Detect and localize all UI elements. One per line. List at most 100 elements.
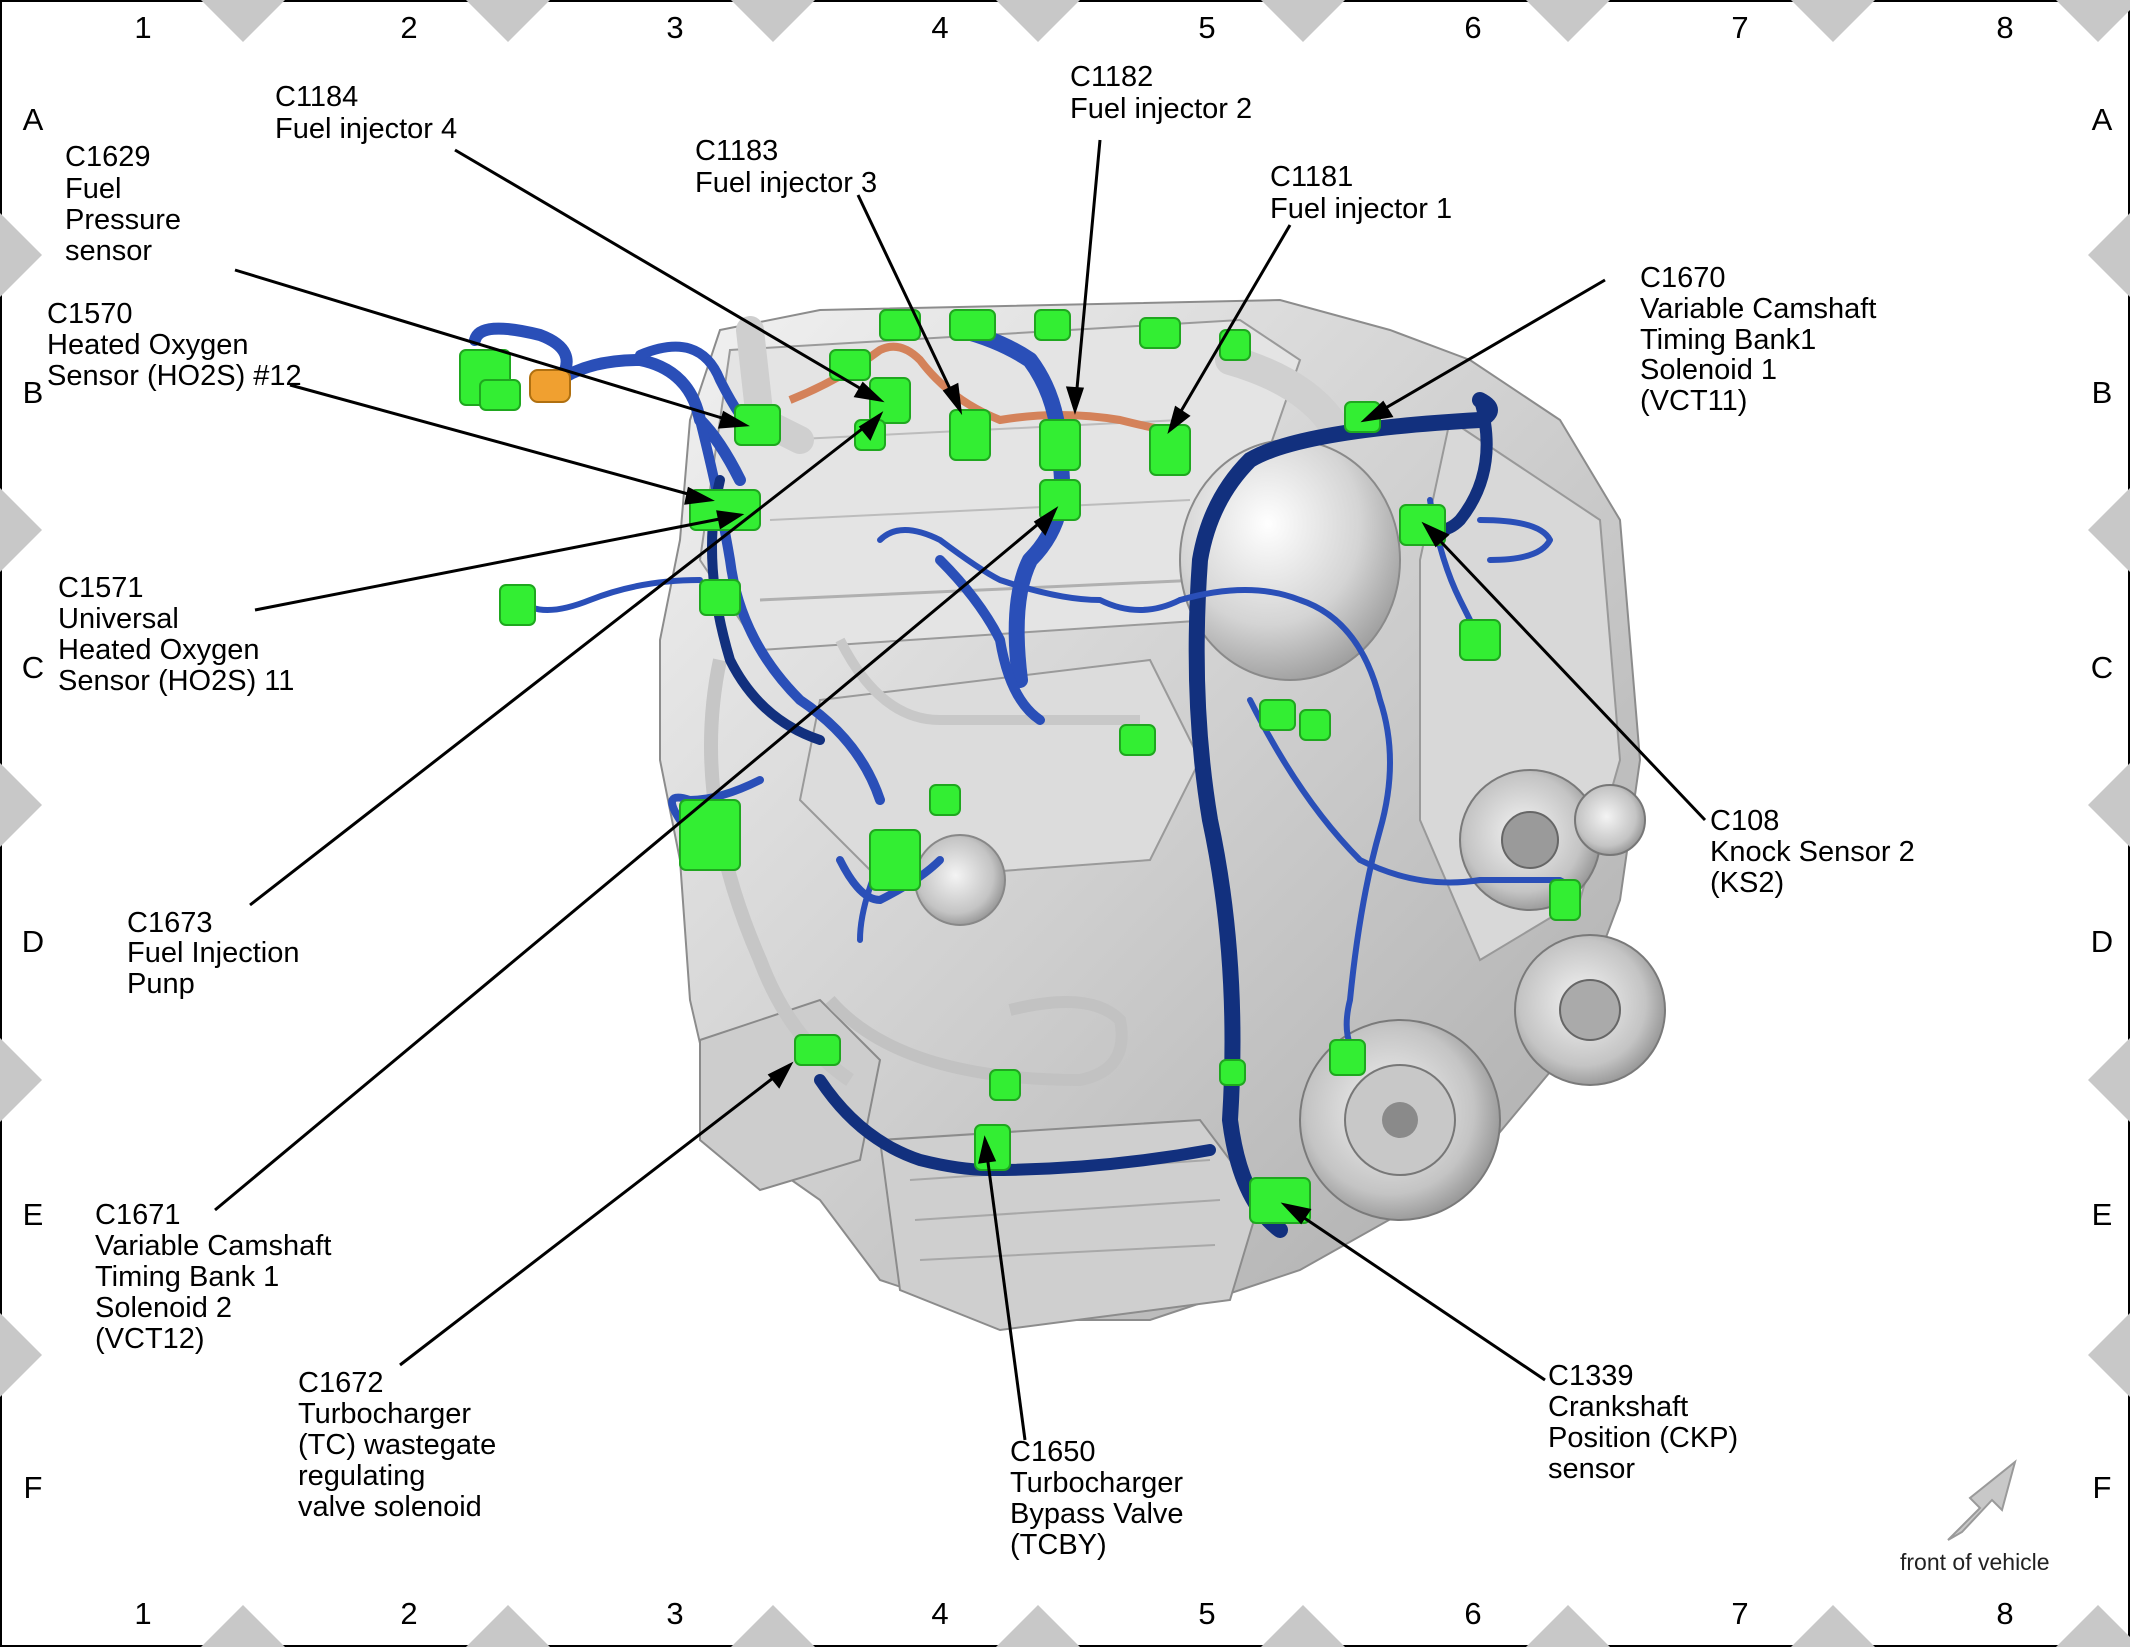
border-diamond-right <box>2088 1313 2130 1397</box>
ho2s-sensor-body <box>529 369 571 403</box>
border-diamond-right <box>2088 213 2130 297</box>
connector-plug <box>1149 424 1191 476</box>
grid-column-label: 5 <box>1198 1596 1215 1631</box>
grid-column-label: 1 <box>134 10 151 45</box>
grid-column-label: 4 <box>931 1596 948 1631</box>
callout-c1629: C1629 Fuel Pressure sensor <box>65 141 189 267</box>
connector-plug <box>499 584 536 626</box>
connector-plug <box>1259 699 1296 731</box>
border-diamond-top <box>466 0 550 42</box>
connector-plug <box>1549 879 1581 921</box>
border-diamond-bottom <box>731 1605 815 1647</box>
leader-lines <box>214 139 1707 1441</box>
border-diamond-bottom <box>996 1605 1080 1647</box>
border-diamond-top <box>1526 0 1610 42</box>
grid-column-label: 3 <box>666 10 683 45</box>
border-diamond-top <box>201 0 285 42</box>
connector-plug <box>699 579 741 616</box>
connector-plug <box>1219 1059 1246 1086</box>
border-diamond-right <box>2088 763 2130 847</box>
callout-c108: C108 Knock Sensor 2 (KS2) <box>1710 805 1923 899</box>
grid-column-label: 6 <box>1464 10 1481 45</box>
callout-c1650: C1650 Turbocharger Bypass Valve (TCBY) <box>1010 1436 1192 1561</box>
callout-c1181: C1181 Fuel injector 1 <box>1270 161 1452 225</box>
callout-c1672: C1672 Turbocharger (TC) wastegate regula… <box>298 1367 504 1523</box>
border-diamond-left <box>0 1038 42 1122</box>
callout-c1570: C1570 Heated Oxygen Sensor (HO2S) #12 <box>47 298 302 392</box>
grid-row-label: C <box>2091 650 2113 685</box>
border-diamond-top <box>2056 0 2130 42</box>
callout-c1670: C1670 Variable Camshaft Timing Bank1 Sol… <box>1640 262 1884 417</box>
connector-plug <box>1459 619 1501 661</box>
grid-column-label: 4 <box>931 10 948 45</box>
border-diamond-top <box>731 0 815 42</box>
connector-plug <box>1039 419 1081 471</box>
callout-c1182: C1182 Fuel injector 2 <box>1070 61 1252 125</box>
border-diamond-left <box>0 1313 42 1397</box>
border-diamond-left <box>0 213 42 297</box>
grid-column-label: 6 <box>1464 1596 1481 1631</box>
grid-row-label: C <box>22 650 44 685</box>
callout-c1671: C1671 Variable Camshaft Timing Bank 1 So… <box>95 1199 339 1355</box>
grid-row-label: F <box>2093 1470 2112 1505</box>
border-diamond-top <box>1791 0 1875 42</box>
grid-column-label: 2 <box>400 10 417 45</box>
connector-plug <box>479 379 521 411</box>
border-diamond-bottom <box>1261 1605 1345 1647</box>
connector-plug <box>1039 479 1081 521</box>
callout-c1673: C1673 Fuel Injection Punp <box>127 907 308 1000</box>
border-diamond-top <box>1261 0 1345 42</box>
grid-column-label: 8 <box>1996 1596 2013 1631</box>
oil-filter-housing <box>1179 439 1401 681</box>
connector-plug <box>929 784 961 816</box>
callout-labels: C1184 Fuel injector 4 C1182 Fuel injecto… <box>47 61 1923 1561</box>
grid-row-label: B <box>2092 375 2113 410</box>
grid-row-label: B <box>23 375 44 410</box>
grid-row-label: A <box>2092 102 2113 137</box>
connector-plug <box>869 829 921 891</box>
connector-plug <box>989 1069 1021 1101</box>
grid-row-label: E <box>23 1197 44 1232</box>
connector-plug <box>1034 309 1071 341</box>
grid-row-label: F <box>24 1470 43 1505</box>
border-diamond-bottom <box>2056 1605 2130 1647</box>
connector-plug <box>1329 1039 1366 1076</box>
connector-plug <box>794 1034 841 1066</box>
border-diamond-bottom <box>201 1605 285 1647</box>
connector-plug <box>949 309 996 341</box>
front-of-vehicle-indicator: front of vehicle <box>1900 1459 2050 1575</box>
grid-column-label: 2 <box>400 1596 417 1631</box>
grid-column-label: 1 <box>134 1596 151 1631</box>
idler-pulley <box>1574 784 1646 856</box>
grid-row-label: E <box>2092 1197 2113 1232</box>
connector-plug <box>1299 709 1331 741</box>
connector-plug <box>949 409 991 461</box>
grid-column-label: 7 <box>1731 10 1748 45</box>
grid-row-label: A <box>23 102 44 137</box>
grid-column-label: 5 <box>1198 10 1215 45</box>
callout-c1571: C1571 Universal Heated Oxygen Sensor (HO… <box>58 572 294 697</box>
connector-plug <box>1139 317 1181 349</box>
grid-column-label: 8 <box>1996 10 2013 45</box>
border-diamond-bottom <box>1526 1605 1610 1647</box>
border-diamond-top <box>996 0 1080 42</box>
callout-c1339: C1339 Crankshaft Position (CKP) sensor <box>1548 1360 1746 1485</box>
connectors <box>459 309 1581 1224</box>
border-diamond-right <box>2088 1038 2130 1122</box>
callout-c1184: C1184 Fuel injector 4 <box>275 81 457 145</box>
connector-plug <box>869 377 911 424</box>
callout-c1183: C1183 Fuel injector 3 <box>695 135 877 199</box>
border-diamond-right <box>2088 488 2130 572</box>
arrow-up-right-icon <box>1947 1459 2017 1541</box>
grid-row-label: D <box>2091 924 2113 959</box>
connector-plug <box>829 349 871 381</box>
border-diamond-bottom <box>1791 1605 1875 1647</box>
connector-plug <box>1119 724 1156 756</box>
grid-column-label: 7 <box>1731 1596 1748 1631</box>
connector-plug <box>679 799 741 871</box>
front-of-vehicle-label: front of vehicle <box>1900 1549 2050 1575</box>
